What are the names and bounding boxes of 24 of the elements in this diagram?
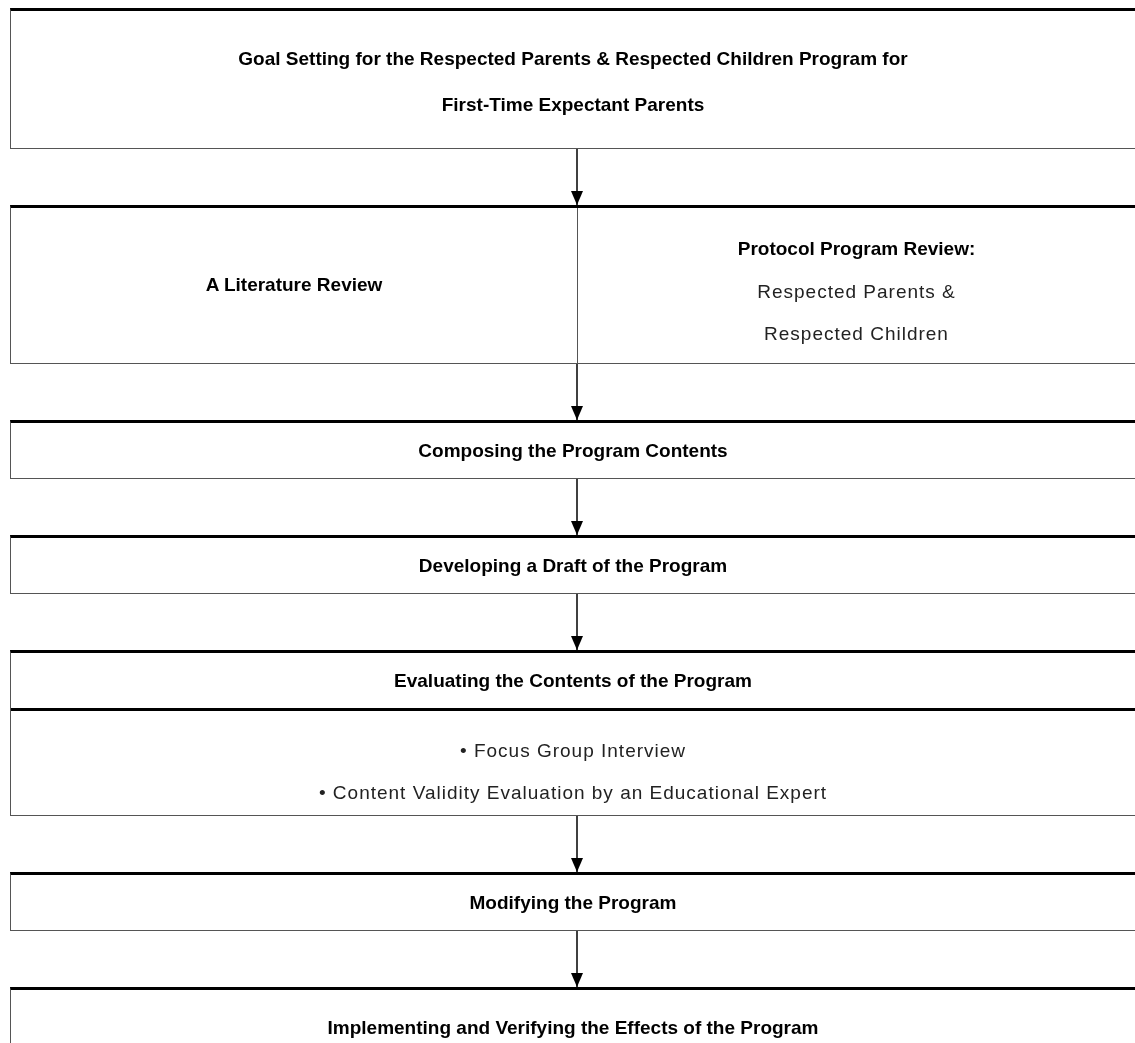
process-box [10, 420, 1135, 479]
arrow [571, 148, 583, 206]
arrow [571, 815, 583, 873]
arrow [571, 478, 583, 536]
box-heading: Protocol Program Review: [737, 237, 976, 261]
arrow [571, 930, 583, 988]
box-heading: Evaluating the Contents of the Program [394, 668, 752, 693]
process-box [10, 205, 1135, 364]
arrow [571, 593, 583, 651]
box-heading: Composing the Program Contents [418, 439, 728, 463]
box-text: • Content Validity Evaluation by an Educational Expert [318, 781, 828, 805]
process-box [10, 650, 1135, 816]
box-heading: Implementing and Verifying the Effects of the Program [327, 1016, 819, 1040]
process-box [10, 987, 1135, 1043]
process-box [10, 8, 1135, 149]
box-heading: A Literature Review [205, 273, 383, 297]
box-heading: Developing a Draft of the Program [418, 554, 728, 578]
box-heading: Goal Setting for the Respected Parents & Respected Children Program for First-Time Expectant Parents [237, 47, 909, 117]
box-heading: Modifying the Program [469, 891, 677, 915]
box-text: Respected Parents & Respected Children [756, 280, 957, 346]
arrow [571, 363, 583, 421]
box-text: • Focus Group Interview [459, 739, 687, 763]
process-box [10, 535, 1135, 594]
process-box [10, 872, 1135, 931]
